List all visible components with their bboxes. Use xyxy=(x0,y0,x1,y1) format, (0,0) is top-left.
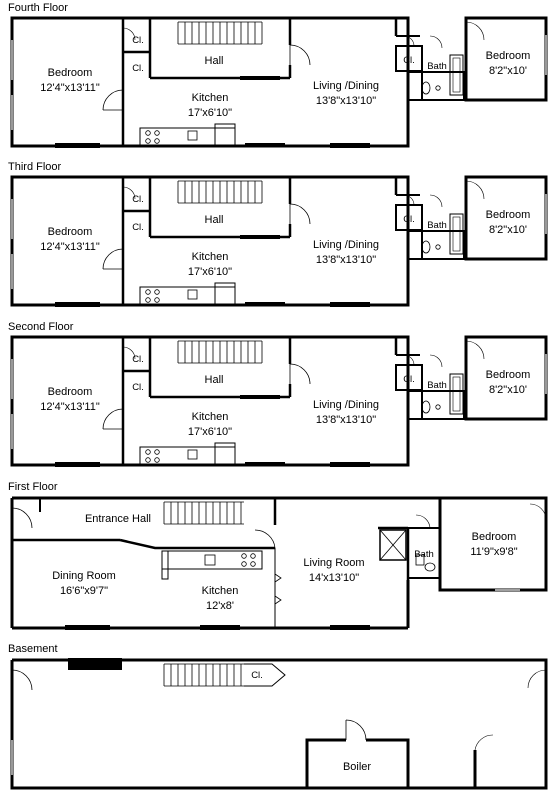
first-floor: First Floor xyxy=(8,481,548,630)
room-dimensions: 12'4"x13'11" xyxy=(40,401,100,413)
room-dimensions: 12'x8' xyxy=(206,600,234,612)
room-dimensions: 12'4"x13'11" xyxy=(40,82,100,94)
closet-label: Cl. xyxy=(403,374,415,385)
room-label: Bedroom xyxy=(48,386,93,398)
closet-label: Cl. xyxy=(251,670,263,681)
room-dimensions: 13'8"x13'10" xyxy=(316,414,376,426)
room-dimensions: 8'2"x10' xyxy=(489,65,527,77)
room-dimensions: 14'x13'10" xyxy=(309,572,359,584)
closet-label: Cl. xyxy=(132,63,144,74)
room-label: Bedroom xyxy=(486,50,531,62)
closet-label: Cl. xyxy=(132,35,144,46)
room-label: Kitchen xyxy=(202,585,239,597)
room-dimensions: 12'4"x13'11" xyxy=(40,241,100,253)
third-floor: Third Floor Bedroom 12'4"x13'11" Cl. Cl.… xyxy=(8,161,548,309)
closet-label: Cl. xyxy=(132,354,144,365)
floor-title: Fourth Floor xyxy=(8,2,68,14)
room-label: Kitchen xyxy=(192,411,229,423)
room-label: Bedroom xyxy=(48,67,93,79)
room-label: Hall xyxy=(205,214,224,226)
room-label: Bedroom xyxy=(472,531,517,543)
second-floor: Second Floor Bedroom 12'4"x13'11" Cl. Cl… xyxy=(8,321,548,469)
room-label: Hall xyxy=(205,55,224,67)
room-dimensions: 16'6"x9'7" xyxy=(60,585,108,597)
basement: Basement Cl. Boiler xyxy=(8,643,548,790)
room-label: Living /Dining xyxy=(313,80,379,92)
room-label: Dining Room xyxy=(52,570,116,582)
room-dimensions: 17'x6'10" xyxy=(188,426,232,438)
room-dimensions: 11'9"x9'8" xyxy=(470,546,517,558)
room-label: Kitchen xyxy=(192,251,229,263)
room-label: Bedroom xyxy=(486,369,531,381)
room-dimensions: 17'x6'10" xyxy=(188,266,232,278)
room-label: Kitchen xyxy=(192,92,229,104)
closet-label: Cl. xyxy=(132,382,144,393)
closet-label: Cl. xyxy=(132,222,144,233)
room-dimensions: 17'x6'10" xyxy=(188,107,232,119)
room-label: Living Room xyxy=(303,557,364,569)
room-dimensions: 8'2"x10' xyxy=(489,224,527,236)
room-dimensions: 13'8"x13'10" xyxy=(316,254,376,266)
room-label: Living /Dining xyxy=(313,399,379,411)
room-label: Bedroom xyxy=(486,209,531,221)
room-label: Bath xyxy=(427,61,447,72)
floor-title: Basement xyxy=(8,643,58,655)
closet-label: Cl. xyxy=(403,214,415,225)
room-label: Boiler xyxy=(343,761,371,773)
room-label: Bath xyxy=(427,220,447,231)
room-dimensions: 13'8"x13'10" xyxy=(316,95,376,107)
room-label: Entrance Hall xyxy=(85,513,151,525)
room-label: Bath xyxy=(427,380,447,391)
closet-label: Cl. xyxy=(403,55,415,66)
room-label: Hall xyxy=(205,374,224,386)
floor-title: First Floor xyxy=(8,481,58,493)
floor-title: Third Floor xyxy=(8,161,62,173)
room-label: Living /Dining xyxy=(313,239,379,251)
fourth-floor: Fourth Floor Bedroom 12'4"x13'11" Cl. Cl… xyxy=(8,2,548,150)
room-label: Bedroom xyxy=(48,226,93,238)
room-label: Bath xyxy=(414,549,434,560)
floor-title: Second Floor xyxy=(8,321,74,333)
room-dimensions: 8'2"x10' xyxy=(489,384,527,396)
closet-label: Cl. xyxy=(132,194,144,205)
